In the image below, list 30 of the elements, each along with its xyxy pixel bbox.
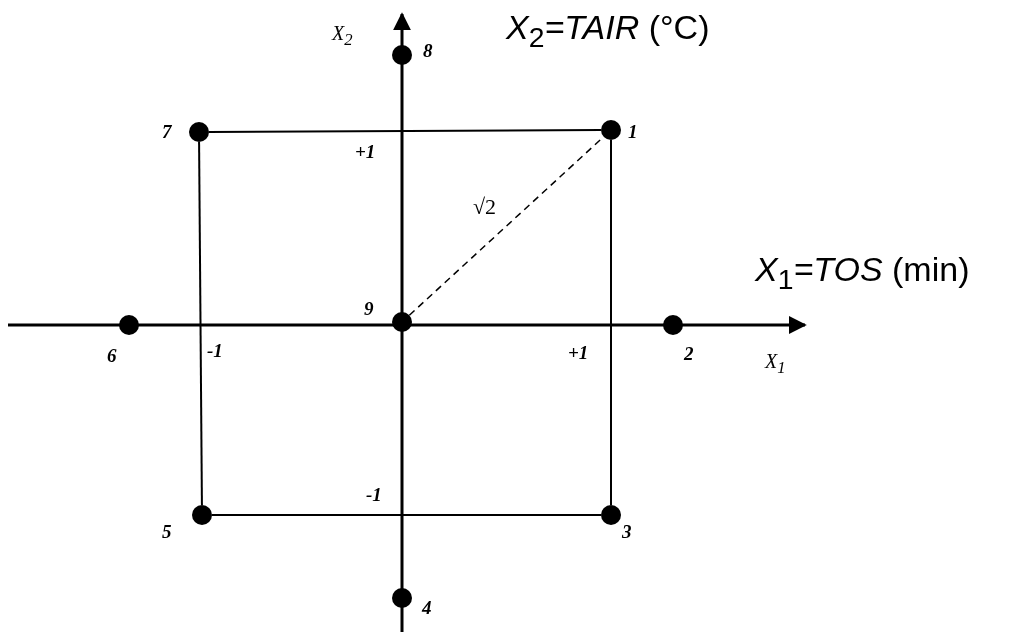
point-number: 5 <box>162 521 172 543</box>
tick-label: -1 <box>366 484 382 506</box>
point-dot <box>601 120 621 140</box>
connector-line <box>610 139 612 506</box>
axis-title: X$_{1}$=TOS (min) <box>755 250 970 296</box>
tick-label: +1 <box>568 342 589 364</box>
point-number: 6 <box>107 345 117 367</box>
tick-label: -1 <box>207 340 223 362</box>
point-dot <box>189 122 209 142</box>
point-dot <box>192 505 212 525</box>
point-dot <box>119 315 139 335</box>
point-number: 2 <box>684 343 694 365</box>
tick-label: +1 <box>355 141 376 163</box>
point-dot <box>392 45 412 65</box>
point-number: 1 <box>628 121 638 143</box>
point-dot <box>601 505 621 525</box>
point-number: 3 <box>622 521 632 543</box>
point-dot <box>392 588 412 608</box>
point-number: 7 <box>162 121 172 143</box>
axis-label: X$_{2}$ <box>332 22 353 50</box>
connector-line <box>211 514 602 516</box>
point-number: 8 <box>423 40 433 62</box>
axis-title: X$_{2}$=TAIR (°C) <box>506 8 710 54</box>
connector-line <box>208 129 602 133</box>
point-number: 4 <box>422 597 432 619</box>
point-dot <box>663 315 683 335</box>
point-dot <box>392 312 412 332</box>
connector-line <box>198 141 203 506</box>
axis-label: X$_{1}$ <box>765 350 786 378</box>
point-number: 9 <box>364 298 374 320</box>
